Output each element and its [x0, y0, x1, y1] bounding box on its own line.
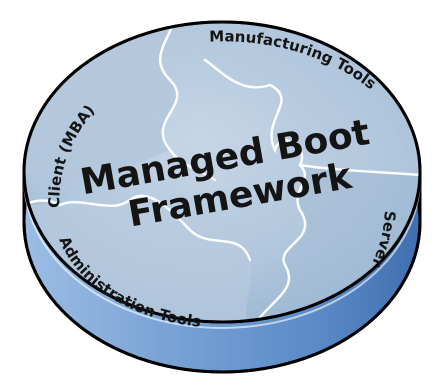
puzzle-seams	[24, 22, 420, 322]
disc-top	[22, 20, 422, 324]
